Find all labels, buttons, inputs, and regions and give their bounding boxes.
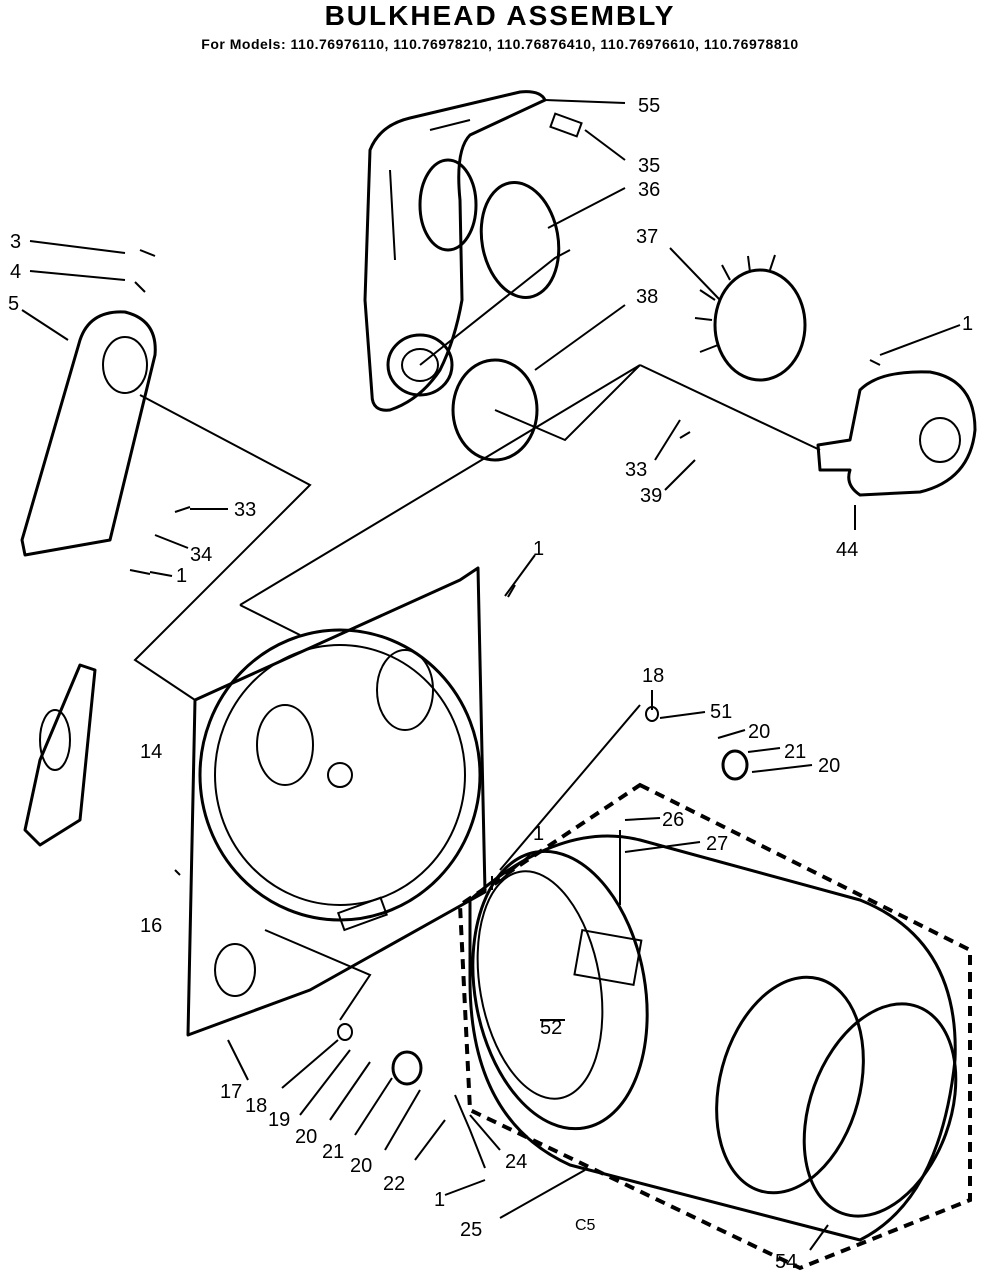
callout-37: 37 (636, 226, 658, 248)
callout-4: 4 (10, 261, 21, 283)
blower-wheel-part (694, 254, 807, 382)
callout-17: 17 (220, 1081, 242, 1103)
footer-code: C5 (575, 1217, 596, 1234)
callout-36: 36 (638, 179, 660, 201)
callout-33: 33 (625, 459, 647, 481)
callout-1: 1 (533, 538, 544, 560)
callout-20: 20 (818, 755, 840, 777)
diagram-title: BULKHEAD ASSEMBLY (324, 0, 676, 31)
callout-14: 14 (140, 741, 162, 763)
drum-roller-part (337, 1023, 423, 1086)
callout-1: 1 (176, 565, 187, 587)
callout-20: 20 (748, 721, 770, 743)
callout-21: 21 (322, 1141, 344, 1163)
callout-38: 38 (636, 286, 658, 308)
callout-19: 19 (268, 1109, 290, 1131)
switch-harness-part (23, 663, 97, 847)
blower-motor-part (816, 370, 977, 497)
callout-44: 44 (836, 539, 858, 561)
drum-part (457, 782, 972, 1271)
blower-housing-part (363, 90, 547, 412)
callout-25: 25 (460, 1219, 482, 1241)
callout-20: 20 (295, 1126, 317, 1148)
screw-parts (129, 249, 881, 890)
bulkhead-plate-part (186, 566, 487, 1037)
seal-38-part (451, 358, 539, 462)
callout-5: 5 (8, 293, 19, 315)
callout-18: 18 (245, 1095, 267, 1117)
model-numbers: For Models: 110.76976110, 110.76978210, … (201, 36, 799, 52)
callout-35: 35 (638, 155, 660, 177)
callout-39: 39 (640, 485, 662, 507)
callout-1: 1 (533, 823, 544, 845)
callout-24: 24 (505, 1151, 527, 1173)
callout-21: 21 (784, 741, 806, 763)
assembly-lines (133, 249, 821, 1169)
callout-51: 51 (710, 701, 732, 723)
callout-leaders (21, 99, 961, 1251)
callout-3: 3 (10, 231, 21, 253)
callout-18: 18 (642, 665, 664, 687)
front-seal-ring-part (802, 1002, 958, 1218)
callout-20: 20 (350, 1155, 372, 1177)
callout-labels: 55 35 36 37 38 1 3 4 5 33 34 1 33 39 44 … (8, 95, 973, 1273)
callout-1: 1 (434, 1189, 445, 1211)
callout-54: 54 (775, 1251, 797, 1273)
callout-34: 34 (190, 544, 212, 566)
callout-26: 26 (662, 809, 684, 831)
callout-33: 33 (234, 499, 256, 521)
idler-arm-part (20, 310, 157, 557)
clip-35-part (549, 112, 583, 138)
callout-1: 1 (962, 313, 973, 335)
callout-27: 27 (706, 833, 728, 855)
callout-22: 22 (383, 1173, 405, 1195)
callout-55: 55 (638, 95, 660, 117)
callout-52: 52 (540, 1017, 562, 1039)
callout-16: 16 (140, 915, 162, 937)
seal-36-part (479, 181, 561, 299)
